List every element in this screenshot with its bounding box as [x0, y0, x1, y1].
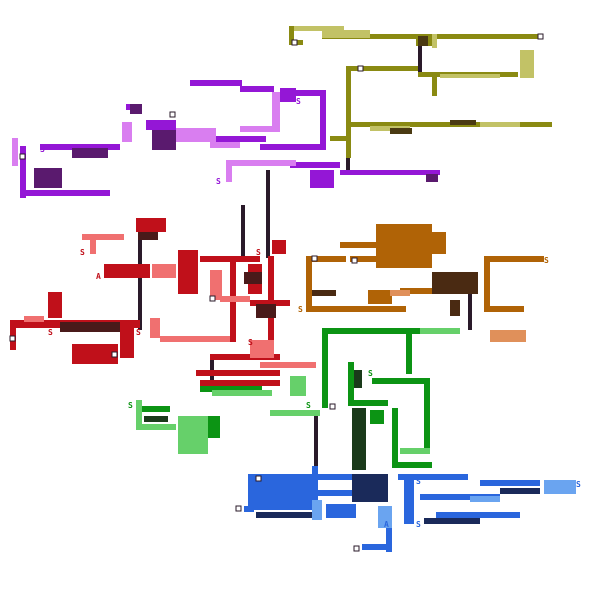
zone-olive: S	[289, 26, 552, 158]
save-marker-red-center: S	[256, 248, 261, 257]
arrival-marker-red: A	[96, 272, 101, 281]
door-marker	[169, 111, 176, 118]
save-marker-olive: S	[432, 73, 437, 82]
door-marker	[209, 295, 216, 302]
save-marker-green-west: S	[128, 401, 133, 410]
save-marker-purple-west: S	[40, 145, 45, 154]
save-marker-blue-south: S	[416, 520, 421, 529]
save-marker-green-center: S	[368, 369, 373, 378]
door-marker	[19, 153, 26, 160]
door-marker	[291, 39, 298, 46]
save-marker-red-south: S	[248, 338, 253, 347]
zone-orange: S S	[298, 224, 549, 342]
door-marker	[329, 403, 336, 410]
save-marker-red-west: S	[48, 328, 53, 337]
item-markers	[9, 33, 544, 552]
save-marker-blue-west: S	[272, 488, 277, 497]
door-marker	[357, 65, 364, 72]
zone-purple: S S S	[12, 80, 440, 198]
save-marker-blue-center: S	[416, 477, 421, 486]
zone-green: S S S	[128, 328, 460, 470]
save-marker-red-north: S	[80, 248, 85, 257]
door-marker	[537, 33, 544, 40]
save-marker-purple-north: S	[296, 97, 301, 106]
zone-red: S A S S S S	[10, 218, 316, 386]
door-marker	[351, 257, 358, 264]
save-marker-orange-east: S	[544, 256, 549, 265]
save-marker-purple-south: S	[216, 177, 221, 186]
door-marker	[111, 351, 118, 358]
save-marker-orange-west: S	[298, 305, 303, 314]
save-marker-green-south: S	[306, 401, 311, 410]
door-marker	[311, 255, 318, 262]
door-marker	[353, 545, 360, 552]
arrival-marker-blue: A	[384, 520, 389, 529]
door-marker	[255, 475, 262, 482]
save-marker-red-east: S	[136, 328, 141, 337]
door-marker	[235, 505, 242, 512]
save-marker-blue-east: S	[576, 480, 581, 489]
door-marker	[9, 335, 16, 342]
